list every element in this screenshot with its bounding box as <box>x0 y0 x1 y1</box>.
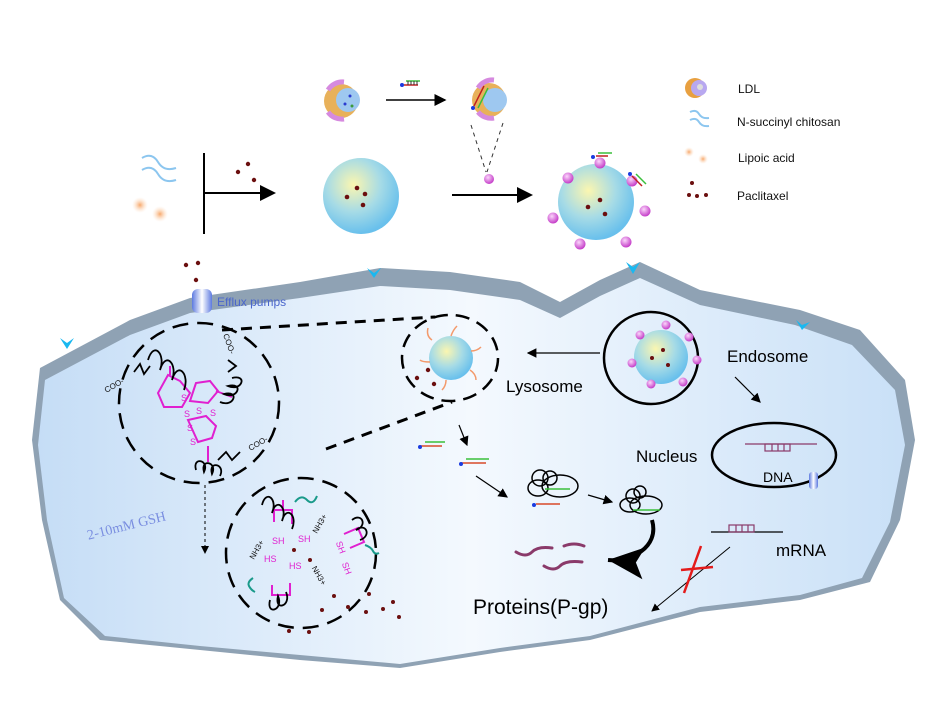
translation-arrow <box>651 546 731 612</box>
sulfur-label: S <box>181 393 188 403</box>
lysosome-drug <box>414 367 437 387</box>
peg-tails <box>247 495 380 593</box>
sulfur-label: S <box>187 423 194 433</box>
degradation-arrow <box>607 519 656 580</box>
lyso-release-arrow <box>458 424 469 447</box>
legend-chitosan-label: N-succinyl chitosan <box>737 115 841 129</box>
lysosome-chains <box>419 325 482 391</box>
nanoparticle <box>323 158 399 234</box>
sirna-2 <box>459 458 489 466</box>
thiol-label: HS <box>289 561 302 571</box>
legend-lipoic-label: Lipoic acid <box>738 151 795 165</box>
dna-label: DNA <box>763 469 793 485</box>
receptor-icon <box>367 268 381 278</box>
mrna-label: mRNA <box>776 541 827 560</box>
receptor-icon <box>796 320 810 330</box>
legend-paclitaxel-label: Paclitaxel <box>737 189 789 203</box>
zoom-lines-lysosome <box>221 315 453 451</box>
chitosan-raw <box>141 154 177 183</box>
receptor-icon <box>60 338 74 349</box>
thiol-label: HS <box>264 554 277 564</box>
efflux-pumps-label: Efflux pumps <box>217 295 287 309</box>
ldl-small <box>484 174 494 184</box>
activated-risc <box>619 485 663 515</box>
endosome-drug <box>650 348 670 367</box>
decorated-np-drug <box>585 197 608 217</box>
coil-group-bottom <box>261 495 368 611</box>
lysosome <box>400 313 500 403</box>
paclitaxel-raw <box>235 161 257 183</box>
dna-strand <box>745 443 817 452</box>
ldl-particle <box>324 79 360 122</box>
crosslinked-micelle <box>117 321 281 485</box>
ldl-icon <box>685 78 707 98</box>
lysosome-nanoparticle <box>429 336 473 380</box>
decorated-nanoparticle <box>558 164 634 240</box>
legend-ldl-label: LDL <box>738 82 761 96</box>
nuclear-pore-icon <box>809 472 818 489</box>
disulfide-core <box>156 366 233 462</box>
ldl-conjugated <box>471 77 507 121</box>
legend <box>684 78 710 198</box>
receptors <box>60 262 810 349</box>
inhibit-cross-icon <box>680 545 714 594</box>
nanoparticle-drug <box>344 185 368 208</box>
sulfur-label: S <box>210 408 217 418</box>
sirna-to-risc-arrow <box>475 475 508 498</box>
proteins-label: Proteins(P-gp) <box>473 596 609 619</box>
chitosan-icon <box>689 109 710 128</box>
sirna-1 <box>418 441 445 449</box>
decorated-np-aptamers <box>591 152 647 187</box>
nucleus <box>710 421 838 489</box>
nucleus-label: Nucleus <box>636 447 698 466</box>
sulfur-label: S <box>184 409 191 419</box>
sulfur-label: S <box>196 406 203 416</box>
sulfur-label: S <box>190 437 197 447</box>
aptamer-icon <box>400 80 420 87</box>
receptor-icon <box>626 262 640 274</box>
thiol-label: SH <box>272 536 285 546</box>
zoom-lines <box>470 122 504 173</box>
decorated-np-ldl <box>547 157 651 250</box>
endosome-ldl <box>627 320 702 389</box>
cleaved-mrna <box>514 542 586 571</box>
paclitaxel-efflux <box>183 260 201 283</box>
cell-body <box>38 278 905 664</box>
endo-to-nucleus-arrow <box>734 376 761 403</box>
lysosome-label: Lysosome <box>506 377 583 396</box>
risc-arrow <box>587 494 614 505</box>
lipoic-acid-icon <box>684 147 708 164</box>
paclitaxel-icon <box>687 181 708 198</box>
released-paclitaxel <box>287 548 401 634</box>
thiol-label: SH <box>298 534 311 544</box>
mrna-strand <box>711 524 783 533</box>
risc-complex <box>527 469 579 507</box>
endosome-nanoparticle <box>634 330 688 384</box>
endosome-label: Endosome <box>727 347 809 366</box>
efflux-pump-icon <box>192 289 212 313</box>
lipoic-raw <box>132 197 168 222</box>
coil-group <box>133 349 243 477</box>
